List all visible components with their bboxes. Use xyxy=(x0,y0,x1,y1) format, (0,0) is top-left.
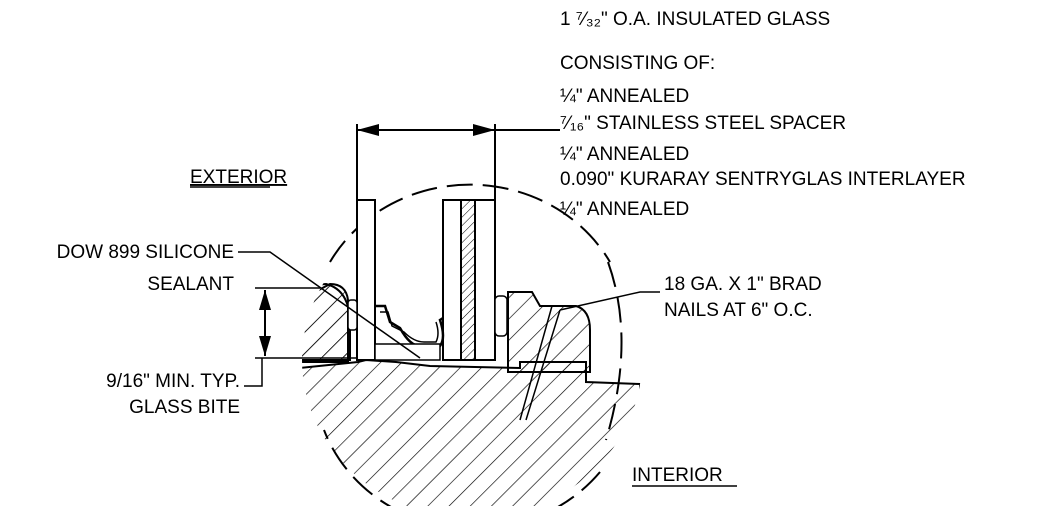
glass-bite-leader xyxy=(244,358,263,387)
note-line-6: 0.090" KURARAY SENTRYGLAS INTERLAYER xyxy=(560,169,966,190)
exterior-stop-body xyxy=(302,282,351,361)
glass-lite-interior xyxy=(474,199,496,361)
nails-leader xyxy=(559,291,660,311)
dimension-arrow-right xyxy=(473,124,495,136)
spacer-inner xyxy=(380,311,439,343)
frame-base xyxy=(302,358,641,506)
note-line-1: 1 ⁷⁄₃₂" O.A. INSULATED GLASS xyxy=(560,9,830,30)
exterior-label: EXTERIOR xyxy=(190,167,287,188)
glass-bite-label-1: 9/16" MIN. TYP. xyxy=(106,371,240,392)
note-line-7: ¼" ANNEALED xyxy=(560,199,689,220)
interior-gasket xyxy=(494,295,508,337)
sealant-label-1: DOW 899 SILICONE xyxy=(57,242,234,263)
interior-glazing-stop xyxy=(507,291,591,373)
exterior-gasket xyxy=(347,299,358,331)
nails-label-1: 18 GA. X 1" BRAD xyxy=(664,274,822,295)
note-line-3: ¼" ANNEALED xyxy=(560,86,689,107)
note-line-4: ⁷⁄₁₆" STAINLESS STEEL SPACER xyxy=(560,113,846,134)
sealant-leader xyxy=(238,251,421,359)
nails-label-2: NAILS AT 6" O.C. xyxy=(664,300,813,321)
note-line-2: CONSISTING OF: xyxy=(560,53,715,74)
glass-lite-middle xyxy=(442,199,462,361)
sealant-label-2: SEALANT xyxy=(147,274,234,295)
interlayer xyxy=(460,199,476,361)
dimension-arrow-left xyxy=(357,124,379,136)
note-line-5: ¼" ANNEALED xyxy=(560,144,689,165)
glass-bite-arrow-top xyxy=(259,290,271,310)
glass-bite-label-2: GLASS BITE xyxy=(129,397,240,418)
silicone-sealant xyxy=(374,343,441,361)
interior-label: INTERIOR xyxy=(632,465,723,486)
glass-bite-arrow-bottom xyxy=(259,336,271,356)
glass-lite-exterior xyxy=(356,199,376,361)
brad-nail xyxy=(519,305,561,421)
